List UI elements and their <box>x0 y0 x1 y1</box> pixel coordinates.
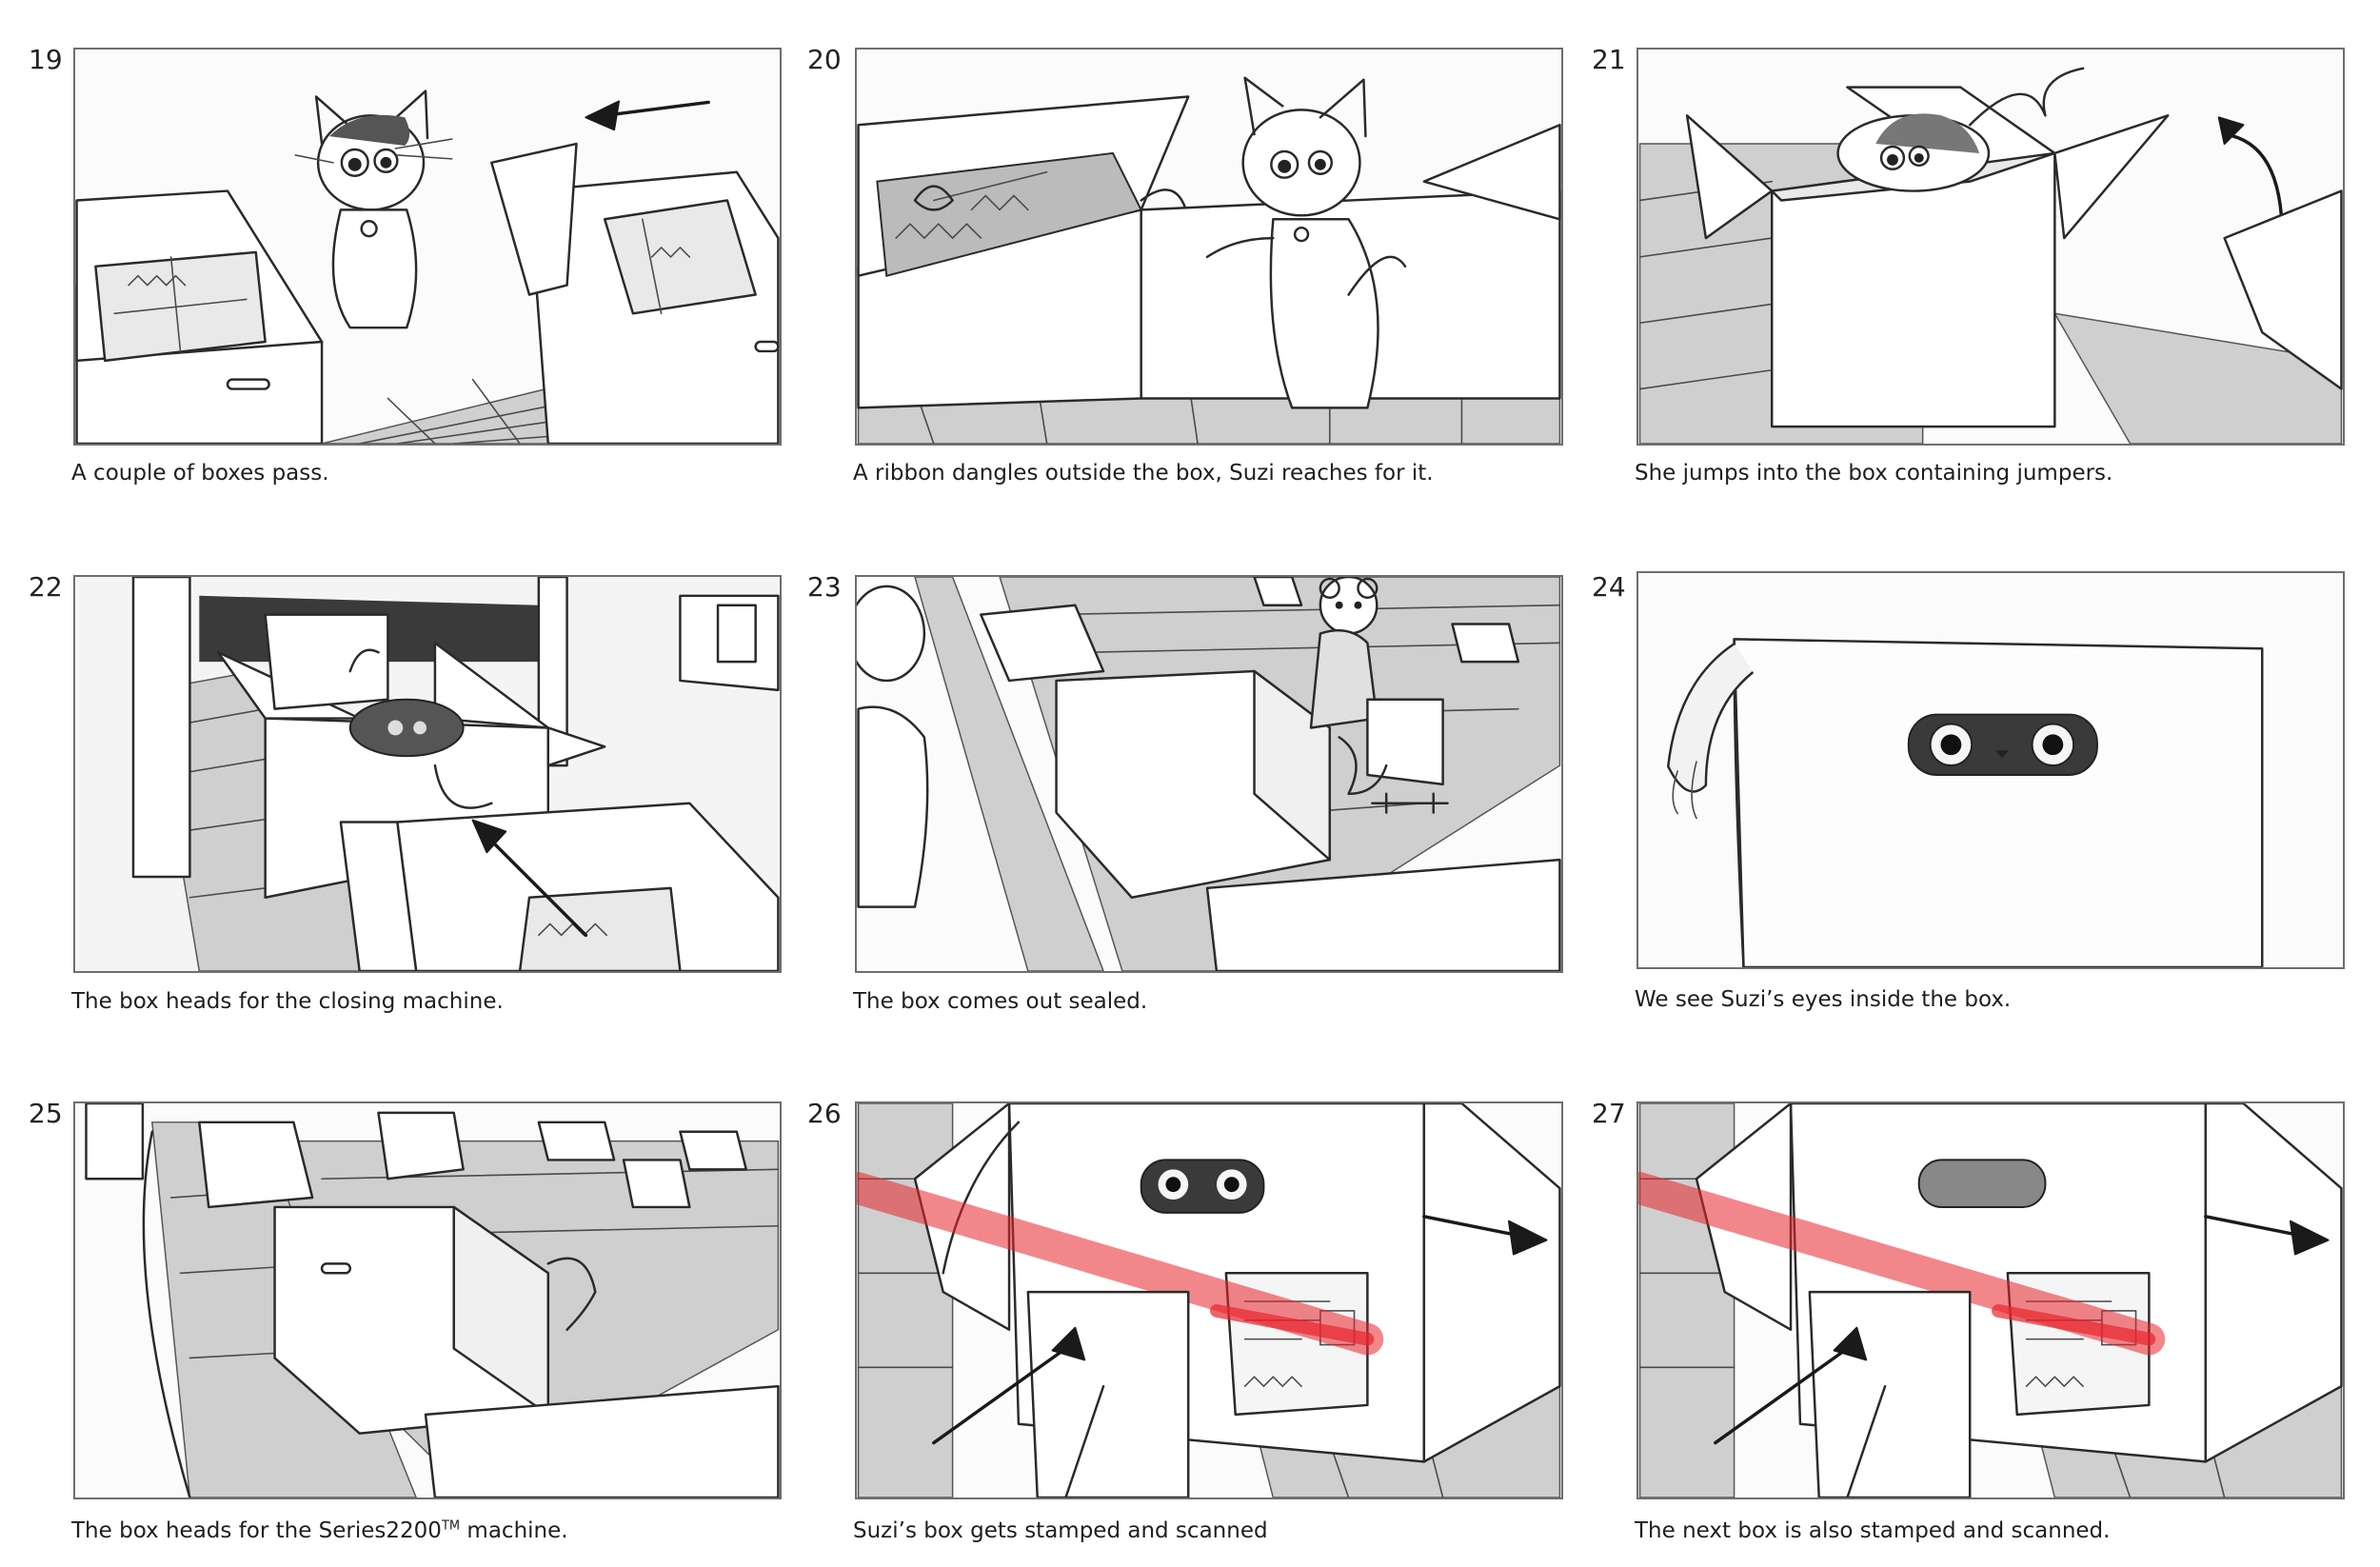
sketch-19-boxes-pass-icon <box>75 89 780 444</box>
sketch-26-stamp-scan-icon <box>857 1103 1561 1498</box>
panel-number: 19 <box>29 44 63 75</box>
storyboard-frame-23 <box>855 575 1563 973</box>
storyboard-frame-25 <box>73 1101 782 1499</box>
sketch-25-series2200-machine-icon <box>85 1103 780 1498</box>
caption-26: Suzi’s box gets stamped and scanned <box>853 1518 1268 1543</box>
trademark-mark: TM <box>441 1518 461 1534</box>
panel-number: 24 <box>1592 571 1626 603</box>
panel-number: 27 <box>1592 1098 1626 1129</box>
caption-25: The box heads for the Series2200TM machi… <box>71 1518 568 1543</box>
storyboard-frame-19 <box>73 48 782 446</box>
panel-number: 26 <box>807 1098 842 1129</box>
storyboard-frame-20 <box>855 48 1563 446</box>
caption-27: The next box is also stamped and scanned… <box>1635 1518 2111 1543</box>
storyboard-frame-26 <box>855 1101 1563 1499</box>
panel-number: 23 <box>807 571 842 603</box>
caption-20: A ribbon dangles outside the box, Suzi r… <box>853 461 1434 486</box>
panel-number: 20 <box>807 44 842 75</box>
storyboard-frame-27 <box>1636 1101 2345 1499</box>
storyboard-frame-24 <box>1636 571 2345 969</box>
caption-25-text-end: machine. <box>460 1518 568 1543</box>
sketch-20-ribbon-reach-icon <box>857 76 1561 444</box>
sketch-21-jump-into-box-icon <box>1638 67 2343 444</box>
storyboard-frame-21 <box>1636 48 2345 446</box>
sketch-22-closing-machine-icon <box>76 577 780 971</box>
panel-number: 21 <box>1592 44 1626 75</box>
caption-25-text: The box heads for the Series2200 <box>71 1518 442 1543</box>
caption-24: We see Suzi’s eyes inside the box. <box>1635 987 2012 1012</box>
caption-22: The box heads for the closing machine. <box>71 989 504 1014</box>
panel-number: 25 <box>29 1098 63 1129</box>
sketch-23-sealed-box-icon <box>857 577 1561 971</box>
storyboard-frame-22 <box>73 575 782 973</box>
sketch-27-next-box-scan-icon <box>1638 1103 2343 1498</box>
panel-number: 22 <box>29 571 63 603</box>
caption-19: A couple of boxes pass. <box>71 461 329 486</box>
caption-21: She jumps into the box containing jumper… <box>1635 461 2113 486</box>
sketch-24-eyes-in-box-icon <box>1667 638 2264 967</box>
caption-23: The box comes out sealed. <box>853 989 1148 1014</box>
